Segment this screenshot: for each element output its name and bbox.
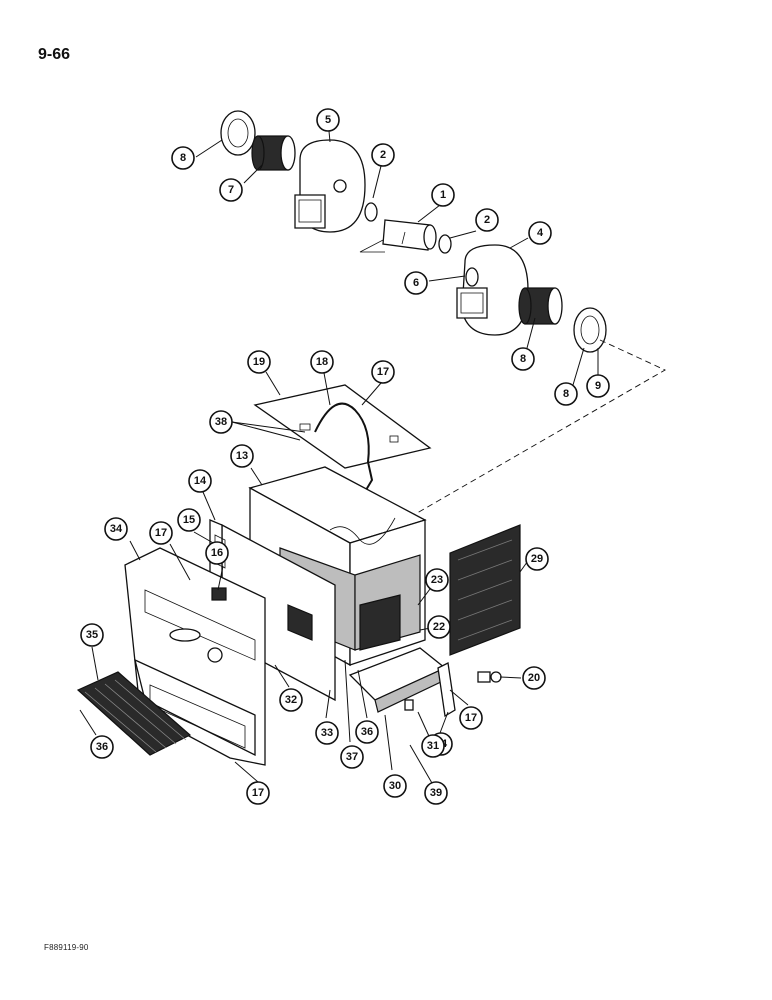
blower-housing-left: [294, 139, 366, 233]
callout-39: 39: [424, 781, 448, 805]
seal-ring-left: [220, 110, 256, 156]
washer-left: [364, 202, 378, 222]
washer-right: [438, 234, 452, 254]
callout-19: 19: [247, 350, 271, 374]
callout-17-right: 17: [459, 706, 483, 730]
callout-20: 20: [522, 666, 546, 690]
callout-17-left: 17: [149, 521, 173, 545]
callout-label: 17: [377, 366, 389, 378]
callout-32: 33: [315, 721, 339, 745]
callout-label: 7: [228, 184, 234, 196]
callout-label: 17: [252, 787, 264, 799]
callout-2-right: 2: [475, 208, 499, 232]
callout-29: 30: [383, 774, 407, 798]
callout-label: 29: [531, 553, 543, 565]
callout-18: 18: [310, 350, 334, 374]
callout-2-left: 2: [371, 143, 395, 167]
callout-30-visible-bubble: 31: [421, 734, 445, 758]
page-number: 9-66: [38, 46, 71, 63]
callout-13: 13: [230, 444, 254, 468]
callout-label: 36: [96, 741, 108, 753]
callout-6: 8: [511, 347, 535, 371]
blower-motor: [359, 219, 437, 253]
seal-ring-right: [573, 307, 607, 353]
callout-label: 22: [433, 621, 445, 633]
callout-label: 16: [211, 547, 223, 559]
callout-14: 14: [188, 469, 212, 493]
wiring-harness: [314, 402, 374, 501]
callout-label: 38: [215, 416, 227, 428]
callout-label: 4: [537, 227, 544, 239]
mount-bracket: [437, 662, 456, 718]
callout-1: 1: [431, 183, 455, 207]
callout-17-top: 17: [371, 360, 395, 384]
callout-label: 9: [595, 380, 601, 392]
callout-label: 2: [484, 214, 490, 226]
thermostat-switch: [477, 671, 502, 683]
callout-label: 2: [380, 149, 386, 161]
callout-16: 16: [205, 541, 229, 565]
callout-label: 5: [325, 114, 331, 126]
callout-label: 35: [86, 629, 98, 641]
callout-4: 5: [316, 108, 340, 132]
callout-33: 34: [104, 517, 128, 541]
callout-label: 15: [183, 514, 195, 526]
callout-label: 36: [361, 726, 373, 738]
callout-label: 33: [321, 727, 333, 739]
callout-31: 32: [279, 688, 303, 712]
callout-36: 36: [355, 720, 379, 744]
callout-15: 15: [177, 508, 201, 532]
figure-code: F889119-90: [44, 943, 89, 952]
alignment-dash-line: [404, 339, 666, 521]
top-cover-plate: [253, 384, 432, 469]
blower-wheel-right: [518, 287, 563, 325]
callout-21: 22: [427, 615, 451, 639]
air-filter: [449, 524, 521, 656]
callout-38: 38: [209, 410, 233, 434]
callout-37: 37: [340, 745, 364, 769]
callout-label: 39: [430, 787, 442, 799]
callout-label: 31: [427, 740, 439, 752]
callout-label: 8: [180, 152, 186, 164]
callout-label: 37: [346, 751, 358, 763]
callout-7: 7: [219, 178, 243, 202]
callout-label: 8: [520, 353, 526, 365]
callout-label: 13: [236, 450, 248, 462]
callout-label: 19: [253, 356, 265, 368]
callout-label: 18: [316, 356, 328, 368]
air-grille: [76, 671, 192, 756]
callout-label: 32: [285, 694, 297, 706]
callout-label: 34: [110, 523, 123, 535]
callout-8-right: 8: [554, 382, 578, 406]
callout-24: 29: [525, 547, 549, 571]
callout-label: 30: [389, 780, 401, 792]
callout-label: 6: [413, 277, 419, 289]
callout-35: 36: [90, 735, 114, 759]
callout-label: 23: [431, 574, 443, 586]
blower-housing-right: [456, 244, 529, 336]
callout-label: 17: [465, 712, 477, 724]
callout-9: 9: [586, 374, 610, 398]
callout-label: 20: [528, 672, 540, 684]
callout-8-top: 8: [171, 146, 195, 170]
leader-lines: [79, 130, 599, 791]
callout-label: 17: [155, 527, 167, 539]
callout-label: 14: [194, 475, 207, 487]
callout-34: 35: [80, 623, 104, 647]
callout-3: 4: [528, 221, 552, 245]
blower-wheel-left: [251, 135, 296, 171]
callout-label: 8: [563, 388, 569, 400]
callout-5: 6: [404, 271, 428, 295]
callout-22: 23: [425, 568, 449, 592]
callout-label: 1: [440, 189, 446, 201]
callout-17-bottom: 17: [246, 781, 270, 805]
